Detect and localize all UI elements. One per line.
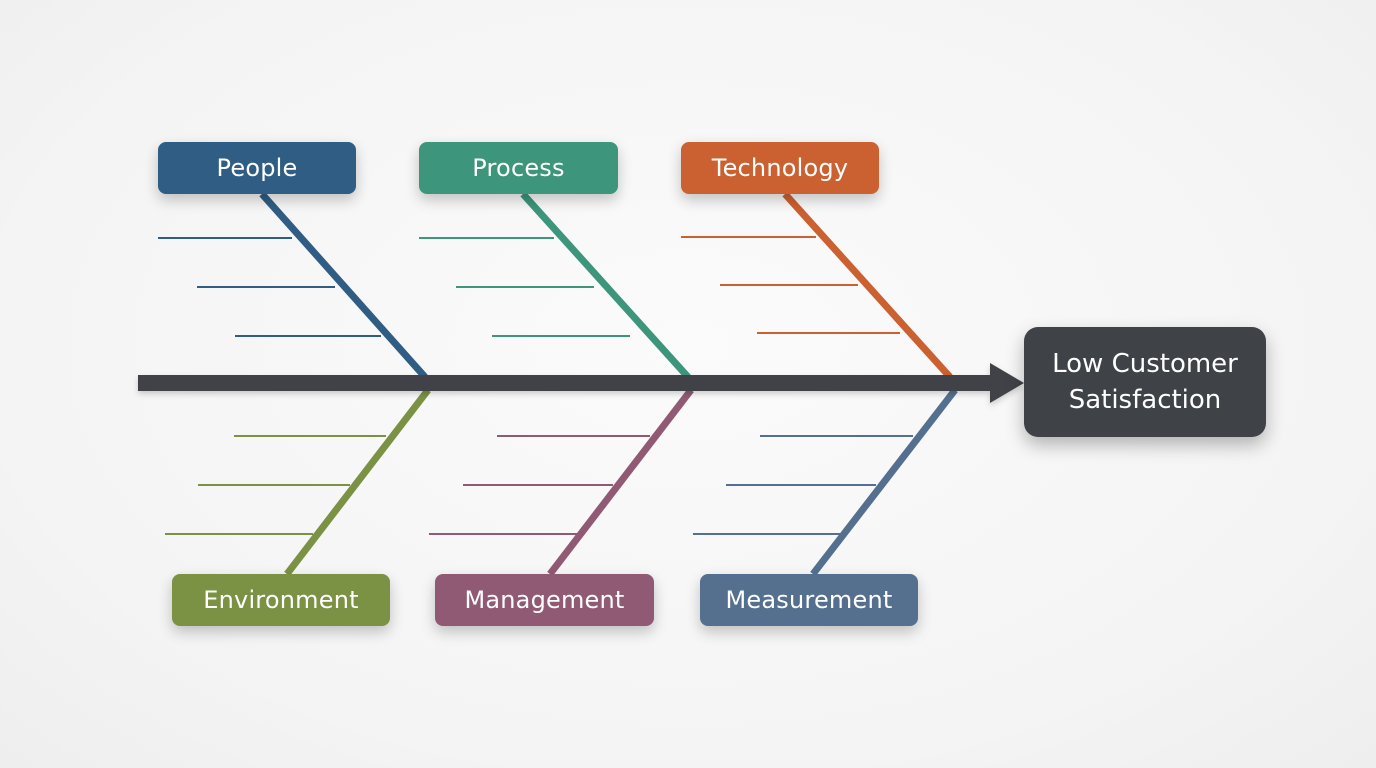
- category-label: Environment: [203, 586, 359, 614]
- category-label: Management: [464, 586, 625, 614]
- category-bone: [810, 387, 958, 577]
- spine-line: [138, 375, 998, 391]
- category-label: Process: [472, 154, 565, 182]
- category-bone: [782, 191, 953, 380]
- category-technology[interactable]: Technology: [681, 142, 879, 194]
- category-bone: [547, 387, 694, 577]
- category-label: People: [216, 154, 298, 182]
- category-bone: [259, 191, 428, 380]
- rib-lines: [158, 236, 913, 535]
- category-label: Measurement: [725, 586, 893, 614]
- spine-arrow: [138, 363, 1024, 403]
- effect-label-line2: Satisfaction: [1068, 385, 1222, 415]
- arrow-head-icon: [990, 363, 1024, 403]
- category-label: Technology: [711, 154, 849, 182]
- category-bone: [284, 387, 431, 577]
- category-bones: [259, 191, 958, 577]
- category-people[interactable]: People: [158, 142, 356, 194]
- effect-label-line1: Low Customer: [1052, 349, 1238, 379]
- category-process[interactable]: Process: [419, 142, 618, 194]
- category-management[interactable]: Management: [435, 574, 654, 626]
- effect-box[interactable]: Low Customer Satisfaction: [1024, 327, 1266, 437]
- category-measurement[interactable]: Measurement: [700, 574, 918, 626]
- category-environment[interactable]: Environment: [172, 574, 390, 626]
- category-bone: [520, 191, 691, 380]
